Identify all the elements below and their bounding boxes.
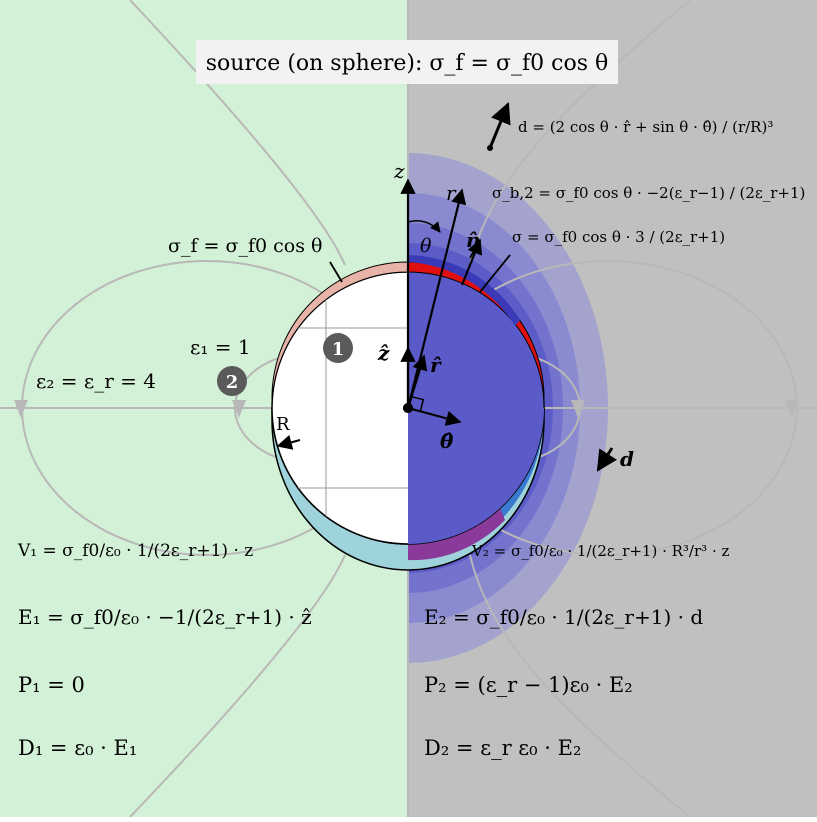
eps1-label: ε₁ = 1 xyxy=(190,335,251,359)
P1-equation: P₁ = 0 xyxy=(18,673,85,697)
V2-equation: V₂ = σ_f0/ε₀ · 1/(2ε_r+1) · R³/r³ · z xyxy=(471,542,729,560)
r-axis-label: r xyxy=(446,181,457,205)
svg-text:2: 2 xyxy=(226,372,239,393)
P2-equation: P₂ = (ε_r − 1)ε₀ · E₂ xyxy=(424,673,633,697)
D1-equation: D₁ = ε₀ · E₁ xyxy=(18,736,137,760)
region-1-badge: 1 xyxy=(323,333,353,363)
d-formula-label: d = (2 cos θ · r̂ + sin θ · θ̂) / (r/R)³ xyxy=(518,118,773,136)
E1-equation: E₁ = σ_f0/ε₀ · −1/(2ε_r+1) · ẑ xyxy=(18,605,312,629)
theta-hat-label: θ̂ xyxy=(440,429,454,453)
r-hat-label: r̂ xyxy=(430,353,442,377)
E2-equation: E₂ = σ_f0/ε₀ · 1/(2ε_r+1) · d xyxy=(424,605,703,629)
title-box xyxy=(196,40,618,84)
axes xyxy=(276,178,483,450)
d-arrow-top-icon xyxy=(487,102,511,151)
sigma-f-label: σ_f = σ_f0 cos θ xyxy=(168,235,322,257)
svg-text:1: 1 xyxy=(332,339,345,360)
sigma-total-label: σ = σ_f0 cos θ · 3 / (2ε_r+1) xyxy=(512,228,725,246)
n-hat-label: n̂ xyxy=(466,228,481,252)
z-hat-label: ẑ xyxy=(377,341,390,365)
d-arrow-bottom-icon xyxy=(596,447,618,472)
radius-label: R xyxy=(276,414,290,435)
leader-lines xyxy=(329,239,511,293)
V1-equation: V₁ = σ_f0/ε₀ · 1/(2ε_r+1) · z xyxy=(17,541,253,561)
d-label-bottom: d xyxy=(620,447,634,471)
theta-label: θ xyxy=(420,235,432,257)
region-2-badge: 2 xyxy=(217,366,247,396)
D2-equation: D₂ = ε_r ε₀ · E₂ xyxy=(424,736,581,760)
eps2-label: ε₂ = ε_r = 4 xyxy=(36,369,156,393)
z-axis-label: z xyxy=(393,159,405,183)
sigma-b2-label: σ_b,2 = σ_f0 cos θ · −2(ε_r−1) / (2ε_r+1… xyxy=(492,184,805,202)
title-text: source (on sphere): σ_f = σ_f0 cos θ xyxy=(206,51,608,76)
